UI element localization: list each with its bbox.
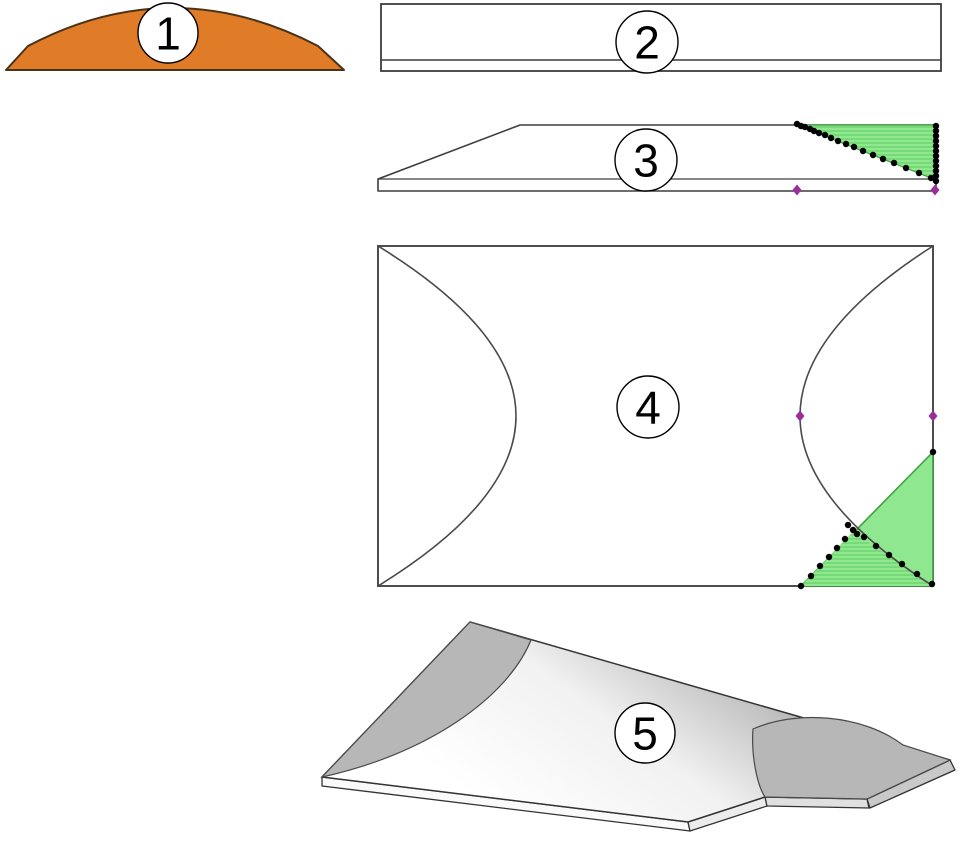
dot-marker [834,137,842,145]
dot-marker [816,562,824,570]
left-arc-curve [377,245,517,587]
dot-marker [827,134,835,142]
dot-marker [833,544,841,552]
dot-marker [821,131,829,139]
dot-marker [932,157,940,165]
dot-marker [932,122,940,130]
dot-marker [844,521,852,529]
dot-marker [807,572,815,580]
badge-number: 1 [155,8,181,60]
badge-circle [616,375,680,439]
label-badge-4: 4 [616,375,680,439]
badge-number: 2 [634,17,660,69]
dot-marker [927,174,935,182]
dot-marker [932,127,940,135]
dot-marker [859,147,867,155]
view-2-side-view: 2 [380,3,942,74]
dot-marker [932,152,940,160]
dot-marker [932,177,940,185]
right-gray-arc-region [752,716,952,800]
dot-marker [932,172,940,180]
dot-marker [932,142,940,150]
dot-marker [902,164,910,172]
mesh-node-dots-hypotenuse [793,120,935,182]
hatched-subzone [801,532,933,586]
dot-marker [932,162,940,170]
diamond-marker [792,184,802,196]
dot-marker [841,535,849,543]
control-point-diamonds [792,184,940,196]
view-1-side-profile: 1 [5,2,345,71]
dot-marker [850,143,858,151]
label-badge-3: 3 [614,128,678,192]
dot-marker [869,151,877,159]
label-badge-5: 5 [614,702,676,764]
dot-marker [932,137,940,145]
diamond-marker [930,184,940,196]
diamond-marker [795,410,805,422]
badge-circle [614,702,676,764]
badge-number: 3 [633,135,659,187]
dot-marker [842,140,850,148]
dot-marker [801,123,809,131]
dot-marker [872,542,880,550]
badge-circle [614,128,678,192]
dot-marker [929,448,937,456]
mesh-node-dots [797,448,937,590]
dot-marker [885,551,893,559]
dot-marker [932,167,940,175]
dot-marker [898,560,906,568]
dot-marker [860,533,868,541]
dot-marker [913,570,921,578]
dot-marker [849,526,857,534]
label-badge-1: 1 [137,2,199,64]
dot-marker [932,132,940,140]
view-3-plate-perspective: 3 [377,120,940,196]
label-badge-2: 2 [615,10,679,74]
dot-marker [815,129,823,137]
view-5-3d-view: 5 [320,621,956,832]
dot-marker [890,159,898,167]
mesh-node-dots-right-edge [932,122,940,185]
dot-marker [915,169,923,177]
dot-marker [853,530,861,538]
left-gray-arc-region [320,621,532,779]
dot-marker [797,582,805,590]
dot-marker [879,155,887,163]
badge-number: 5 [632,708,658,760]
dot-marker [810,127,818,135]
view-4-plan-view: 4 [377,245,938,590]
diamond-marker [928,410,938,422]
control-point-diamonds [795,410,938,422]
dot-marker [928,580,936,588]
badge-circle [137,2,199,64]
badge-number: 4 [635,382,661,434]
dot-marker [825,553,833,561]
dot-marker [932,147,940,155]
badge-circle [615,10,679,74]
